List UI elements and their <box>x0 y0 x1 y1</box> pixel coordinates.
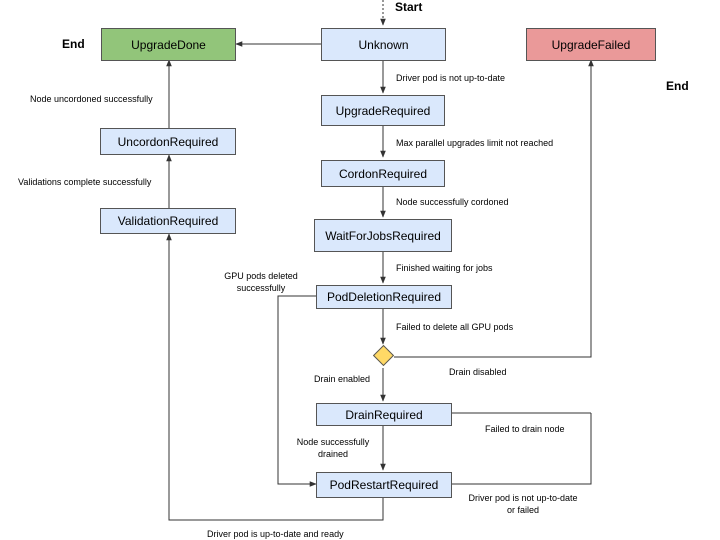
edge-deletion-restart <box>277 295 317 487</box>
label-finished-waiting: Finished waiting for jobs <box>396 263 493 273</box>
state-upgrade-required[interactable]: UpgradeRequired <box>321 95 445 126</box>
label-validations-complete: Validations complete successfully <box>18 177 152 187</box>
start-label: Start <box>395 0 423 14</box>
label-node-cordoned: Node successfully cordoned <box>396 197 509 207</box>
label-drain-disabled: Drain disabled <box>449 367 507 377</box>
state-pod-deletion-required[interactable]: PodDeletionRequired <box>316 285 452 309</box>
label-gpu-pods-deleted: GPU pods deleted successfully <box>224 271 298 293</box>
label-driver-not-up-to-date-or-failed: Driver pod is not up-to-date or failed <box>468 493 578 515</box>
state-pod-restart-required[interactable]: PodRestartRequired <box>316 472 452 498</box>
state-upgrade-done[interactable]: UpgradeDone <box>101 28 236 61</box>
edge-restart-failed <box>452 413 592 485</box>
state-uncordon-required[interactable]: UncordonRequired <box>100 128 236 155</box>
label-node-uncordoned: Node uncordoned successfully <box>30 94 153 104</box>
label-failed-drain: Failed to drain node <box>485 424 565 434</box>
edge-decision-failed <box>394 59 594 358</box>
end-label-right: End <box>666 79 689 93</box>
edge-restart-validation <box>166 233 384 521</box>
state-drain-required[interactable]: DrainRequired <box>316 403 452 426</box>
state-cordon-required[interactable]: CordonRequired <box>321 160 445 187</box>
end-label-left: End <box>62 37 85 51</box>
state-wait-for-jobs-required[interactable]: WaitForJobsRequired <box>314 219 452 252</box>
label-failed-delete-gpu-pods: Failed to delete all GPU pods <box>396 322 514 332</box>
label-node-drained: Node successfully drained <box>296 437 370 459</box>
state-validation-required[interactable]: ValidationRequired <box>100 208 236 234</box>
label-max-parallel: Max parallel upgrades limit not reached <box>396 138 554 148</box>
label-driver-not-up-to-date: Driver pod is not up-to-date <box>396 73 506 83</box>
label-drain-enabled: Drain enabled <box>314 374 371 384</box>
state-upgrade-failed[interactable]: UpgradeFailed <box>526 28 656 61</box>
label-driver-up-to-date-ready: Driver pod is up-to-date and ready <box>207 529 344 539</box>
state-unknown[interactable]: Unknown <box>321 28 446 61</box>
